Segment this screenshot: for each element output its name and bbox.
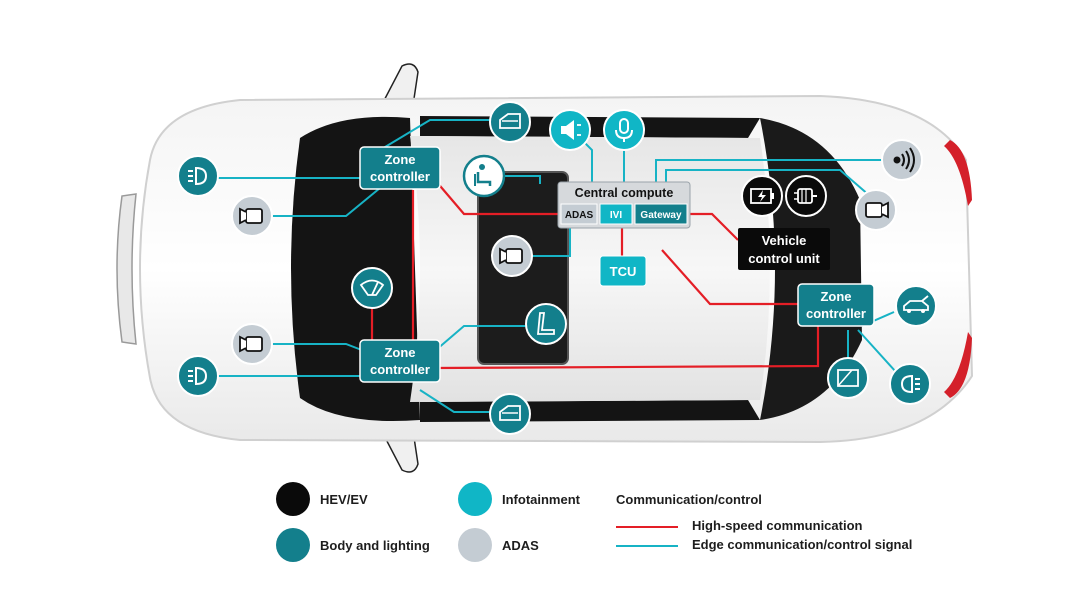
legend-label: Infotainment [502, 491, 580, 507]
svg-text:Zone: Zone [384, 152, 415, 167]
legend-swatch [276, 482, 310, 516]
high-speed-lines [370, 179, 820, 370]
edge-lines [216, 119, 897, 413]
zone-controller-rear: Zone controller [359, 339, 441, 383]
legend-swatch [458, 482, 492, 516]
svg-text:Vehicle: Vehicle [762, 233, 807, 248]
svg-text:Zone: Zone [384, 345, 415, 360]
ivi-module: IVI [599, 203, 633, 225]
zone-controller-front: Zone controller [359, 146, 441, 190]
svg-text:TCU: TCU [610, 264, 637, 279]
legend-label: HEV/EV [320, 491, 368, 507]
headlight-icon [177, 355, 219, 397]
legend-edge-label: Edge communication/control signal [692, 537, 913, 552]
svg-text:Zone: Zone [820, 289, 851, 304]
door-icon [489, 101, 531, 143]
camera-icon [491, 235, 533, 277]
wiper-icon [351, 267, 393, 309]
legend-infotainment: Infotainment [458, 482, 580, 516]
svg-text:IVI: IVI [610, 210, 622, 221]
vehicle-architecture-diagram: Zone controller Zone controller Zone con… [116, 63, 974, 473]
adas-module: ADAS [560, 203, 598, 225]
door-icon [827, 357, 869, 399]
svg-text:Central compute: Central compute [575, 186, 674, 200]
legend-adas: ADAS [458, 528, 539, 562]
central-compute: Central compute ADAS IVI Gateway [557, 181, 691, 229]
gateway-module: Gateway [634, 203, 688, 225]
legend-swatch [458, 528, 492, 562]
svg-text:Gateway: Gateway [640, 210, 682, 221]
camera-icon [231, 323, 273, 365]
seat-icon [525, 303, 567, 345]
sensor-wave-icon [881, 139, 923, 181]
tcu-box: TCU [599, 255, 647, 287]
svg-text:controller: controller [370, 169, 430, 184]
svg-text:controller: controller [806, 306, 866, 321]
seat-icon [462, 154, 506, 198]
legend-hev-ev: HEV/EV [276, 482, 368, 516]
legend: HEV/EV Body and lighting Infotainment AD… [0, 478, 1080, 598]
battery-charge-icon [741, 175, 783, 217]
legend-edge-line [616, 545, 678, 547]
camera-icon [855, 189, 897, 231]
car-body [116, 63, 974, 473]
microphone-icon [603, 109, 645, 151]
legend-comm-title: Communication/control [616, 492, 762, 507]
speaker-icon [549, 109, 591, 151]
trunk-icon [895, 285, 937, 327]
legend-label: ADAS [502, 537, 539, 553]
taillight-icon [889, 363, 931, 405]
legend-swatch [276, 528, 310, 562]
legend-high-speed-label: High-speed communication [692, 518, 863, 533]
legend-label: Body and lighting [320, 537, 430, 553]
door-icon [489, 393, 531, 435]
headlight-icon [177, 155, 219, 197]
camera-icon [231, 195, 273, 237]
svg-text:ADAS: ADAS [565, 210, 594, 221]
vehicle-control-unit: Vehicle control unit [738, 228, 830, 270]
zone-controller-right: Zone controller [797, 283, 875, 327]
legend-body-lighting: Body and lighting [276, 528, 430, 562]
motor-icon [785, 175, 827, 217]
svg-text:control unit: control unit [748, 251, 820, 266]
legend-high-speed-line [616, 526, 678, 528]
svg-text:controller: controller [370, 362, 430, 377]
